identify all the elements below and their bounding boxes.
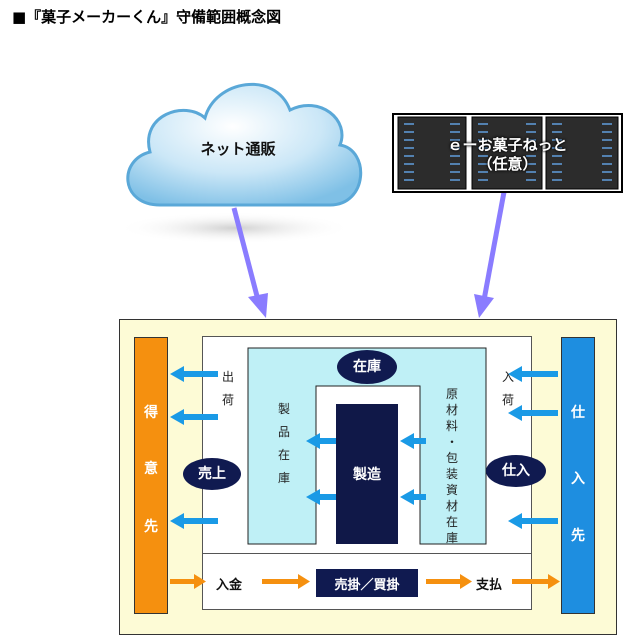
customer-column: 得 意 先 (134, 337, 168, 614)
server-label-line1: ｅーお菓子ねっと (447, 136, 568, 154)
purchase-badge: 仕入 (486, 455, 546, 487)
supplier-label-char: 仕 (571, 405, 585, 421)
customer-label-char: 得 (144, 405, 158, 421)
receiving-label: 入 荷 (501, 370, 514, 407)
payment-out-label: 支払 (476, 578, 503, 593)
shipping-label: 出 荷 (221, 370, 234, 407)
inventory-badge: 在庫 (337, 350, 397, 384)
manufacturing-block (336, 404, 398, 544)
cloud-connector-arrow (231, 207, 268, 318)
server-label: ｅーお菓子ねっと （任意） (410, 136, 605, 174)
customer-label-char: 意 (144, 461, 158, 477)
product-stock-label: 製 品 在 庫 (277, 402, 290, 485)
supplier-label-char: 先 (571, 528, 585, 544)
material-stock-label: 原 材 料 ・ 包 装 資 材 在 庫 (445, 387, 458, 545)
server-connector-arrow (474, 191, 507, 318)
customer-label-char: 先 (144, 519, 158, 535)
cloud-shadow (117, 212, 353, 244)
server-racks-overlay (397, 116, 619, 190)
cloud-icon (126, 82, 363, 207)
receivable-payable-box (316, 569, 418, 597)
payment-in-label: 入金 (216, 578, 243, 593)
page-title: ■『菓子メーカーくん』守備範囲概念図 (12, 8, 282, 26)
supplier-label-char: 入 (571, 471, 585, 487)
receivable-payable-label: 売掛／買掛 (334, 578, 400, 593)
server-label-line2: （任意） (477, 155, 538, 173)
cloud-label: ネット通販 (200, 140, 276, 158)
supplier-column: 仕 入 先 (561, 337, 595, 614)
sales-badge: 売上 (183, 458, 241, 490)
manufacturing-label: 製造 (353, 467, 381, 483)
